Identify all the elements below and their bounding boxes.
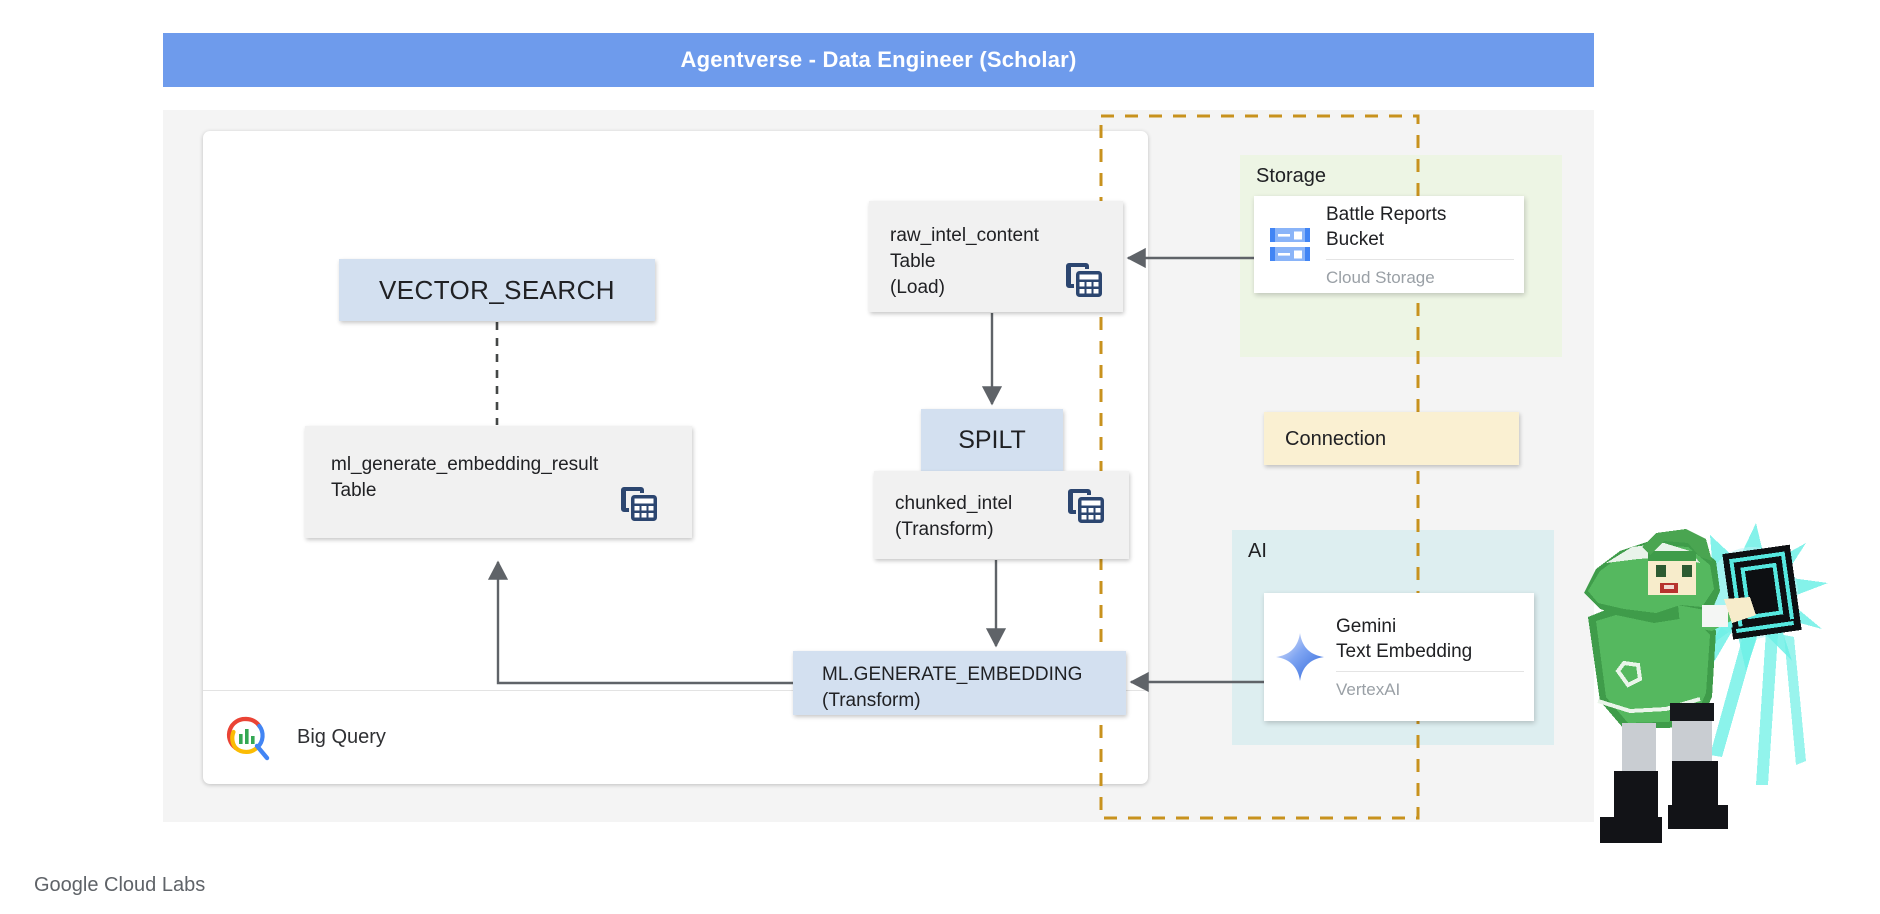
spell-book-icon — [1722, 544, 1802, 640]
node-ml-generate-name: ML.GENERATE_EMBEDDING — [822, 664, 1083, 685]
ai-card-title-line2: Text Embedding — [1336, 641, 1473, 662]
node-vector-search-label: VECTOR_SEARCH — [379, 275, 615, 305]
node-raw-intel-kind: Table — [890, 251, 936, 272]
page-title: Agentverse - Data Engineer (Scholar) — [680, 47, 1077, 72]
node-chunked-intel[interactable]: chunked_intel (Transform) — [874, 471, 1129, 559]
storage-group-label: Storage — [1256, 165, 1327, 187]
node-chunked-intel-stage: (Transform) — [895, 519, 994, 540]
gemini-sparkle-icon — [1264, 593, 1336, 721]
cloud-storage-bucket-icon — [1254, 196, 1326, 293]
storage-card-title-line2: Bucket — [1326, 228, 1385, 250]
ai-card-title-line1: Gemini — [1336, 616, 1397, 637]
node-spilt-label: SPILT — [958, 426, 1026, 454]
node-ml-result-table[interactable]: ml_generate_embedding_result Table — [305, 426, 692, 538]
node-connection[interactable]: Connection — [1264, 412, 1519, 465]
storage-card-title-line1: Battle Reports — [1326, 203, 1447, 225]
bigquery-logo-icon — [226, 716, 270, 760]
card-battle-reports-bucket[interactable]: Battle Reports Bucket Cloud Storage — [1254, 196, 1524, 293]
node-ml-result-table-kind: Table — [331, 480, 377, 501]
node-connection-label: Connection — [1285, 427, 1387, 450]
scholar-sprite — [1584, 523, 1828, 843]
card-gemini-text-embedding[interactable]: Gemini Text Embedding VertexAI — [1264, 593, 1534, 721]
node-vector-search[interactable]: VECTOR_SEARCH — [339, 259, 655, 321]
table-icon — [1066, 263, 1102, 297]
node-raw-intel-content[interactable]: raw_intel_content Table (Load) — [869, 201, 1123, 312]
node-ml-generate-stage: (Transform) — [822, 690, 921, 711]
page-footer: Google Cloud Labs — [34, 874, 206, 896]
node-spilt[interactable]: SPILT — [921, 409, 1063, 471]
ai-group-label: AI — [1248, 540, 1267, 562]
bigquery-footer: Big Query — [203, 690, 1148, 784]
character-body — [1584, 529, 1756, 843]
node-ml-generate-embedding[interactable]: ML.GENERATE_EMBEDDING (Transform) — [793, 651, 1126, 715]
card-body: Gemini Text Embedding VertexAI — [1336, 593, 1534, 721]
node-raw-intel-stage: (Load) — [890, 277, 945, 298]
table-icon — [621, 487, 657, 521]
node-ml-result-table-name: ml_generate_embedding_result — [331, 454, 599, 475]
card-body: Battle Reports Bucket Cloud Storage — [1326, 196, 1524, 293]
bigquery-label: Big Query — [297, 726, 386, 748]
node-chunked-intel-name: chunked_intel — [895, 493, 1013, 514]
node-raw-intel-name: raw_intel_content — [890, 225, 1039, 246]
storage-card-subtitle: Cloud Storage — [1326, 258, 1514, 288]
ai-card-subtitle: VertexAI — [1336, 671, 1524, 700]
diagram-title-bar: Agentverse - Data Engineer (Scholar) — [163, 33, 1594, 87]
table-icon — [1068, 489, 1104, 523]
